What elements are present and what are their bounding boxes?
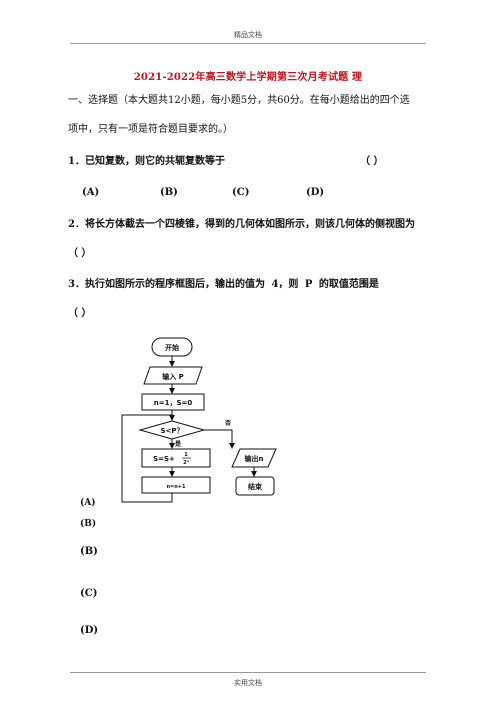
flowchart-init-node (141, 393, 205, 411)
flowchart-start-label: 开始 (165, 343, 179, 352)
question-1-text: 1．已知复数，则它的共轭复数等于 (68, 156, 225, 167)
page-footer: 实用文档 (234, 679, 262, 687)
flowchart-input-label: 输入 P (162, 372, 184, 381)
flowchart-update-node (141, 448, 211, 468)
flowchart-end-node (235, 476, 275, 496)
question-3-option-b-repeat: (B) (80, 546, 98, 557)
question-1-answer-blank: （ ） (360, 156, 384, 167)
question-3-option-c: (C) (80, 588, 98, 599)
flowchart-diagram: 开始 输入 P n=1，S=0 S<P？ S=S+ 1 2ⁿ n=n+1 输出n… (121, 337, 277, 503)
flowchart-no-label: 否 (225, 419, 231, 427)
flowchart-output-node (231, 448, 277, 468)
question-3-option-d: (D) (80, 625, 99, 636)
flowchart-end-label: 结束 (247, 482, 263, 491)
flowchart-output-label: 输出n (245, 454, 264, 463)
question-3-text: 3．执行如图所示的程序框图后，输出的值为 4，则 P 的取值范围是 (68, 279, 379, 290)
page-header: 精品文档 (234, 31, 262, 39)
document-title: 2021-2022年高三数学上学期第三次月考试题 理 (133, 72, 363, 83)
flowchart-increment-label: n=n+1 (167, 484, 186, 490)
question-1-option-a: (A) (82, 187, 100, 198)
question-3-option-a: (A) (80, 498, 96, 508)
section-instructions-line1: 一、选择题（本大题共12小题，每小题5分，共60分。在每小题给出的四个选 (68, 95, 410, 106)
question-2-text: 2．将长方体截去一个四棱锥，得到的几何体如图所示，则该几何体的侧视图为 (68, 219, 415, 230)
header-divider (70, 43, 426, 44)
flowchart-increment-node (141, 476, 211, 494)
flowchart-update-label: S=S+ (153, 455, 175, 463)
flowchart-init-label: n=1，S=0 (154, 399, 193, 407)
question-1-option-b: (B) (160, 187, 178, 198)
flowchart-condition-label: S<P？ (160, 427, 183, 435)
flowchart-input-node (143, 366, 203, 385)
flowchart-fraction-denominator: 2ⁿ (183, 460, 189, 466)
footer-divider (70, 672, 426, 673)
question-3-option-b: (B) (80, 519, 97, 529)
question-1-option-c: (C) (232, 187, 250, 198)
question-1-option-d: (D) (306, 187, 325, 198)
section-instructions-line2: 项中，只有一项是符合题目要求的。） (68, 124, 233, 135)
question-2-answer-blank: （ ） (68, 248, 92, 259)
question-3-answer-blank: （ ） (68, 308, 92, 319)
flowchart-yes-label: 是 (174, 440, 182, 448)
flowchart-fraction-numerator: 1 (184, 452, 188, 458)
